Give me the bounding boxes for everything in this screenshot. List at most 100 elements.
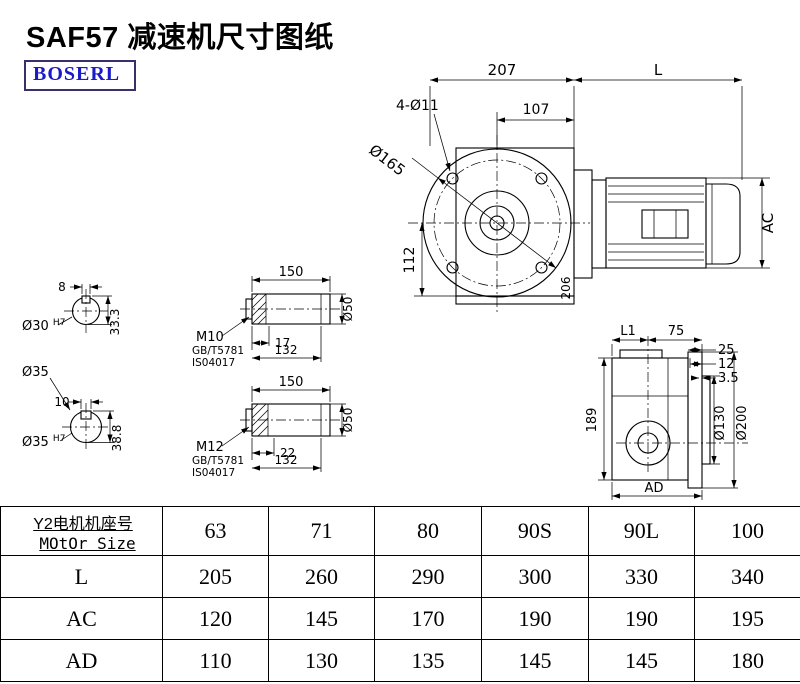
dim-22-label: 22 (280, 446, 295, 460)
motor-size-header-en: MOtOr Size (39, 533, 136, 553)
motor-size-90L: 90L (588, 506, 695, 556)
dim-150-bottom: 150 (251, 375, 331, 402)
AD-value-71: 130 (268, 639, 375, 682)
dim-22: 22 (251, 438, 295, 460)
dim-L-label: L (654, 61, 663, 79)
dim-AC-label: AC (759, 213, 777, 233)
dim-189: 189 (585, 357, 612, 481)
dim-d130: Ø130 (710, 375, 728, 465)
motor-outline (573, 169, 741, 279)
L-value-80: 290 (374, 555, 482, 598)
dim-8-label: 8 (58, 280, 66, 294)
table-row-L: L 205 260 290 300 330 340 (0, 555, 800, 598)
dim-112: 112 (402, 223, 458, 297)
motor-size-100: 100 (694, 506, 800, 556)
AC-value-71: 145 (268, 597, 375, 640)
thread-m12-label: M12 (196, 440, 224, 455)
dimension-table: Y2电机机座号 MOtOr Size 63 71 80 90S 90L 100 … (0, 506, 800, 682)
dim-motor-length-L: L (574, 61, 743, 180)
dim-L1-label: L1 (620, 324, 636, 339)
profile-bottom-outline (240, 403, 342, 437)
row-label-AD: AD (0, 639, 163, 682)
dim-3-5: 3.5 (691, 371, 739, 386)
dim-75-label: 75 (668, 324, 685, 339)
dim-3-5-label: 3.5 (718, 371, 739, 386)
dim-AD: AD (611, 481, 703, 500)
dim-L1: L1 (611, 324, 648, 356)
L-value-90S: 300 (481, 555, 589, 598)
motor-size-header-cn: Y2电机机座号 (33, 515, 133, 533)
dim-150-top-label: 150 (279, 265, 304, 280)
dim-75: 75 (648, 324, 703, 352)
bolt-holes-label: 4-Ø11 (396, 98, 439, 114)
bore-d35h7-callout: Ø35 H7 (22, 432, 73, 450)
AC-value-90L: 190 (588, 597, 695, 640)
dim-38-8: 38.8 (88, 410, 124, 452)
motor-size-80: 80 (374, 506, 482, 556)
side-view: L1 75 25 12 3.5 (585, 324, 750, 500)
dim-112-label: 112 (402, 247, 418, 274)
bore-d30h7-callout: Ø30 H7 (22, 316, 73, 334)
dim-33-3: 33.3 (88, 295, 122, 335)
shaft-d35-label: Ø35 (22, 365, 49, 380)
bore-d35-tolerance: H7 (53, 434, 66, 444)
AC-value-90S: 190 (481, 597, 589, 640)
row-label-AC: AC (0, 597, 163, 640)
dim-key-width-10: 10 (54, 395, 103, 409)
dim-132-bottom: 132 (252, 438, 322, 472)
dim-25: 25 (688, 343, 735, 358)
AC-value-100: 195 (694, 597, 800, 640)
page-title: SAF57 减速机尺寸图纸 (26, 22, 334, 54)
technical-drawing: 207 L 107 4-Ø11 Ø165 (22, 61, 777, 500)
dim-d200-label: Ø200 (735, 405, 750, 440)
thread-m12-callout: M12 GB/T5781 IS04017 (192, 426, 250, 479)
std-gb-top-label: GB/T5781 (192, 345, 244, 357)
shaft-d35-callout: Ø35 (22, 365, 71, 411)
dim-d50-top: Ø50 (330, 293, 355, 325)
shaft-section-top: 8 Ø30 H7 33.3 (22, 280, 122, 335)
dim-189-label: 189 (585, 408, 600, 433)
dim-key-width-8: 8 (58, 280, 102, 294)
AD-value-100: 180 (694, 639, 800, 682)
dim-150-top: 150 (251, 265, 331, 292)
dim-AD-label: AD (645, 481, 664, 496)
std-gb-bottom-label: GB/T5781 (192, 455, 244, 467)
AC-value-80: 170 (374, 597, 482, 640)
dim-d50-bottom: Ø50 (330, 403, 355, 437)
bolt-holes-callout: 4-Ø11 (396, 98, 451, 172)
bore-d30-tolerance: H7 (53, 318, 66, 328)
flange-dia-label: Ø165 (366, 141, 409, 180)
dim-17-label: 17 (275, 336, 290, 350)
dim-d200: Ø200 (702, 351, 750, 489)
dim-132-top: 132 (252, 326, 322, 362)
std-iso-top-label: IS04017 (192, 357, 235, 369)
AD-value-90L: 145 (588, 639, 695, 682)
L-value-90L: 330 (588, 555, 695, 598)
table-header-row: Y2电机机座号 MOtOr Size 63 71 80 90S 90L 100 (0, 506, 800, 556)
thread-m10-label: M10 (196, 330, 224, 345)
main-view: 207 L 107 4-Ø11 Ø165 (366, 61, 777, 314)
profile-top-outline (240, 293, 342, 325)
dim-207-label: 207 (488, 61, 517, 79)
thread-m10-callout: M10 GB/T5781 IS04017 (192, 316, 250, 369)
dim-12-label: 12 (718, 357, 735, 372)
motor-size-90S: 90S (481, 506, 589, 556)
shaft-profile-bottom: 150 M12 GB/T5781 IS04017 22 132 (192, 375, 355, 479)
AD-value-90S: 145 (481, 639, 589, 682)
table-row-AD: AD 110 130 135 145 145 180 (0, 639, 800, 682)
AC-value-63: 120 (162, 597, 269, 640)
dim-206-label: 206 (559, 277, 573, 300)
dim-38-8-label: 38.8 (110, 425, 124, 452)
dim-107: 107 (496, 102, 574, 150)
dim-12: 12 (689, 357, 735, 372)
shaft-profile-top: 150 M10 GB/T5781 IS04017 17 132 (192, 265, 355, 369)
AD-value-80: 135 (374, 639, 482, 682)
dim-25-label: 25 (718, 343, 735, 358)
dim-d50-top-label: Ø50 (341, 297, 355, 322)
AD-value-63: 110 (162, 639, 269, 682)
bore-d30-label: Ø30 (22, 319, 49, 334)
dim-d50-bottom-label: Ø50 (341, 408, 355, 433)
dim-AC: AC (706, 177, 777, 269)
dim-132-top-label: 132 (275, 343, 298, 357)
